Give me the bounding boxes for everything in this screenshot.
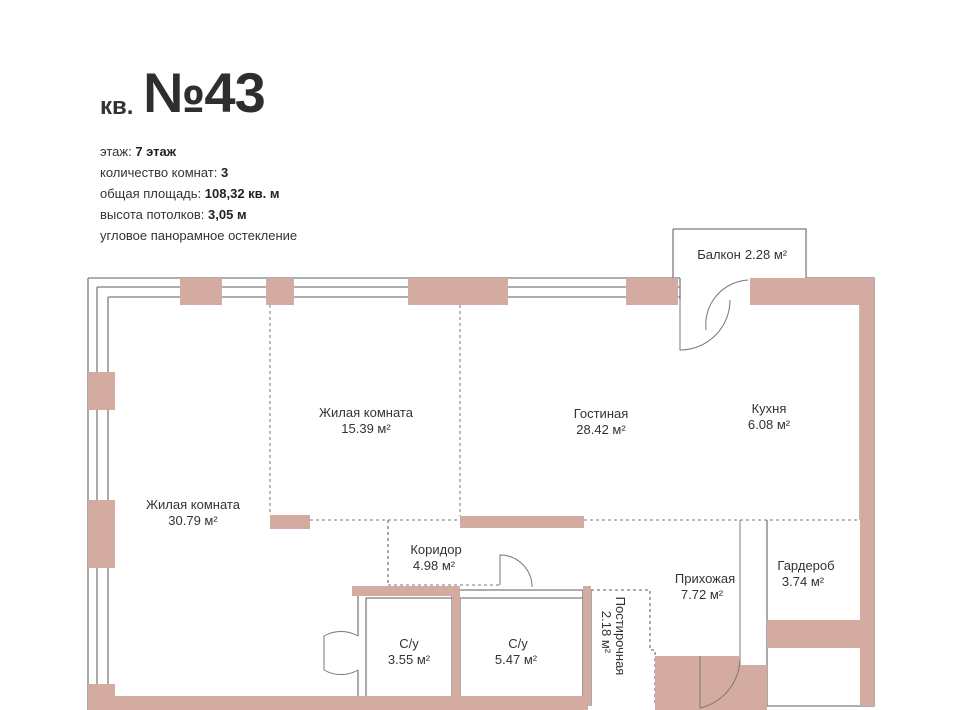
room-wardrobe-area: 3.74 м² bbox=[782, 574, 825, 589]
partitions bbox=[269, 305, 860, 586]
doors bbox=[323, 279, 749, 709]
room-labels: Жилая комната 30.79 м² Жилая комната 15.… bbox=[146, 247, 835, 675]
info-rooms: количество комнат: 3 bbox=[100, 162, 297, 183]
room-living-large-name: Жилая комната bbox=[146, 497, 241, 512]
info-ceiling-value: 3,05 м bbox=[208, 207, 247, 222]
room-balcony-name: Балкон bbox=[697, 247, 741, 262]
room-lounge-area: 28.42 м² bbox=[576, 422, 626, 437]
room-hall-area: 7.72 м² bbox=[681, 587, 724, 602]
room-living-small-name: Жилая комната bbox=[319, 405, 414, 420]
room-corridor-area: 4.98 м² bbox=[413, 558, 456, 573]
room-laundry-area: 2.18 м² bbox=[599, 611, 614, 654]
apartment-title-prefix: кв. bbox=[100, 93, 134, 120]
info-ceiling: высота потолков: 3,05 м bbox=[100, 204, 297, 225]
room-living-small-area: 15.39 м² bbox=[341, 421, 391, 436]
info-glazing: угловое панорамное остекление bbox=[100, 225, 297, 246]
room-kitchen-area: 6.08 м² bbox=[748, 417, 791, 432]
walls bbox=[88, 278, 874, 710]
info-floor-label: этаж: bbox=[100, 144, 132, 159]
apartment-number: №43 bbox=[143, 61, 266, 124]
apartment-info: этаж: 7 этаж количество комнат: 3 общая … bbox=[100, 141, 297, 246]
room-bath2-name: С/у bbox=[508, 636, 528, 651]
info-floor: этаж: 7 этаж bbox=[100, 141, 297, 162]
room-bath1-area: 3.55 м² bbox=[388, 652, 431, 667]
room-bath1-name: С/у bbox=[399, 636, 419, 651]
room-wardrobe-name: Гардероб bbox=[777, 558, 834, 573]
room-lounge-name: Гостиная bbox=[574, 406, 629, 421]
room-laundry-name: Постирочная bbox=[613, 597, 628, 676]
room-corridor-name: Коридор bbox=[410, 542, 461, 557]
info-rooms-label: количество комнат: bbox=[100, 165, 218, 180]
info-area-value: 108,32 кв. м bbox=[204, 186, 280, 201]
room-bath2-area: 5.47 м² bbox=[495, 652, 538, 667]
room-balcony-area: 2.28 м² bbox=[745, 247, 788, 262]
info-area-label: общая площадь: bbox=[100, 186, 202, 201]
info-ceiling-label: высота потолков: bbox=[100, 207, 205, 222]
info-area: общая площадь: 108,32 кв. м bbox=[100, 183, 297, 204]
room-living-large-area: 30.79 м² bbox=[168, 513, 218, 528]
info-rooms-value: 3 bbox=[221, 165, 229, 180]
info-floor-value: 7 этаж bbox=[135, 144, 176, 159]
room-hall-name: Прихожая bbox=[675, 571, 735, 586]
info-glazing-label: угловое панорамное остекление bbox=[100, 228, 298, 243]
room-kitchen-name: Кухня bbox=[752, 401, 787, 416]
